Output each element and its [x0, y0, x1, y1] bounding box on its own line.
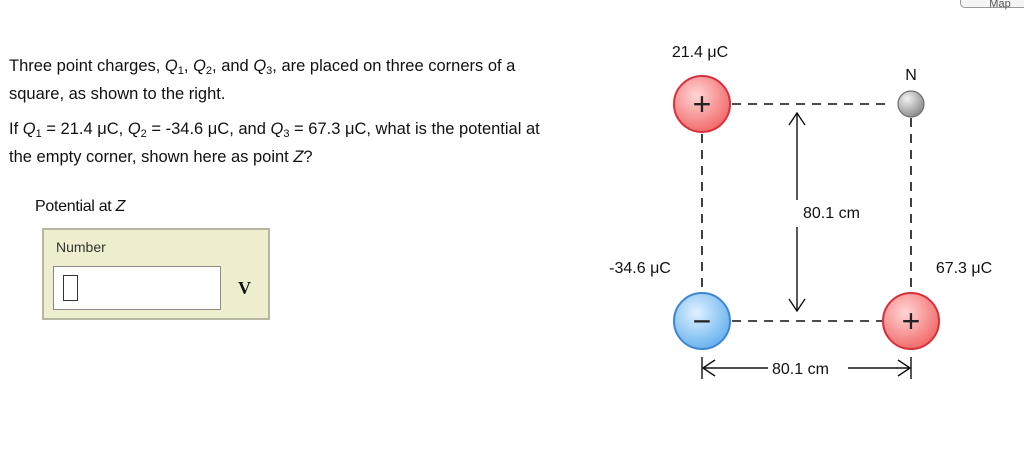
charge-diagram: 80.1 cm 80.1 cm + 21.4 μC − -34.6 μC + 6… — [609, 44, 992, 379]
point-z-label: N — [905, 67, 917, 84]
horizontal-dimension-label: 80.1 cm — [772, 361, 829, 378]
problem-intro: Three point charges, Q1, Q2, and Q3, are… — [9, 57, 516, 103]
point-z — [897, 90, 925, 118]
map-button[interactable]: Map — [960, 0, 1024, 10]
charge-q1 — [673, 75, 731, 133]
charge-q2 — [673, 292, 731, 350]
potential-label: Potential at Z — [35, 198, 126, 215]
vertical-dimension-arrow — [788, 111, 806, 313]
horizontal-dimension-arrow — [701, 357, 912, 379]
input-cursor-box — [63, 275, 78, 301]
charge-q2-label: -34.6 μC — [609, 260, 671, 277]
number-input[interactable] — [53, 266, 221, 310]
vertical-dimension-label: 80.1 cm — [803, 205, 860, 222]
charge-q3 — [882, 292, 940, 350]
number-label: Number — [56, 239, 106, 255]
problem-text: Three point charges, Q1, Q2, and Q3, are… — [9, 55, 549, 181]
charge-q1-label: 21.4 μC — [672, 44, 728, 61]
charge-q1-sign: + — [693, 86, 712, 122]
unit-label: V — [238, 278, 251, 298]
answer-box: Number V — [42, 228, 270, 320]
charge-q3-sign: + — [902, 303, 921, 339]
charge-q3-label: 67.3 μC — [936, 260, 992, 277]
problem-question: If Q1 = 21.4 μC, Q2 = -34.6 μC, and Q3 =… — [9, 120, 540, 166]
charge-q2-sign: − — [693, 303, 712, 339]
